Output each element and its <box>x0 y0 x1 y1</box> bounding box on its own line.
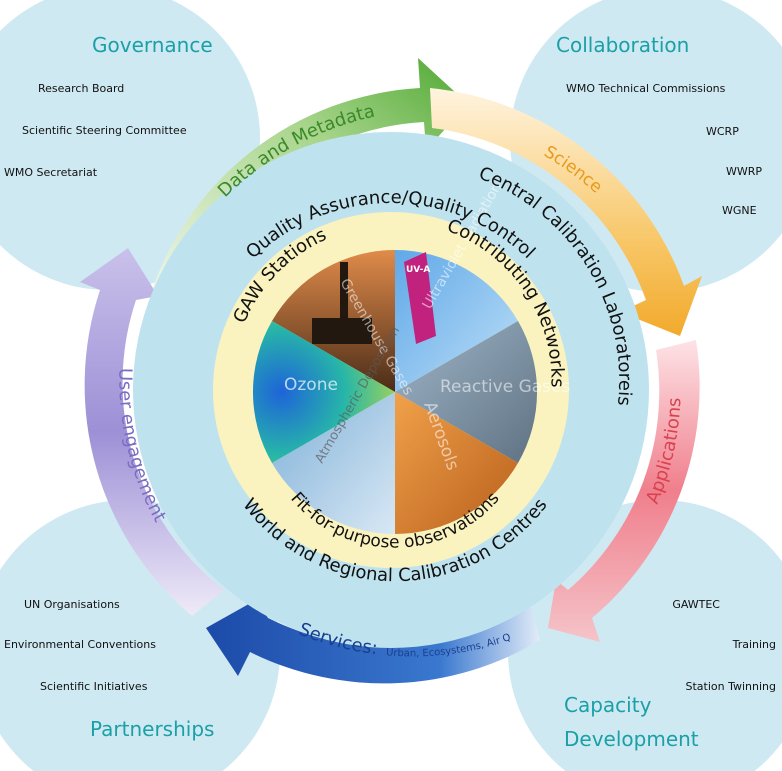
capacity-block: GAWTEC Training Station Twinning Capacit… <box>564 598 776 751</box>
capacity-title-line1: Capacity <box>564 693 652 717</box>
collaboration-item: WWRP <box>726 165 762 178</box>
partnerships-item: UN Organisations <box>24 598 120 611</box>
collaboration-title: Collaboration <box>556 33 689 57</box>
factory-shape <box>312 318 372 344</box>
services-arrow <box>206 600 540 684</box>
ozone-label: Ozone <box>284 375 338 395</box>
governance-item: Research Board <box>38 82 124 95</box>
partnerships-block: UN Organisations Environmental Conventio… <box>4 598 214 741</box>
governance-block: Governance Research Board Scientific Ste… <box>4 33 213 179</box>
user-engagement-arrow <box>80 248 224 616</box>
chimney-shape <box>340 262 348 332</box>
applications-arrow <box>548 340 700 642</box>
capacity-item: Training <box>732 638 776 651</box>
science-arrow <box>430 88 702 336</box>
uv-badge-shape <box>404 252 436 344</box>
reactive-segment <box>395 321 538 463</box>
uv-badge-text: UV-A <box>406 265 430 275</box>
data-metadata-arrow <box>150 58 468 306</box>
partnerships-title: Partnerships <box>90 717 214 741</box>
governance-item: WMO Secretariat <box>4 166 98 179</box>
collaboration-item: WGNE <box>722 204 757 217</box>
aerosols-segment <box>395 392 518 534</box>
partnerships-item: Environmental Conventions <box>4 638 156 651</box>
capacity-item: Station Twinning <box>685 680 776 693</box>
capacity-title-line2: Development <box>564 727 699 751</box>
ozone-segment <box>252 321 395 463</box>
reactive-label: Reactive Gases <box>440 377 570 397</box>
deposition-segment <box>272 392 395 534</box>
capacity-item: GAWTEC <box>672 598 720 611</box>
collaboration-block: Collaboration WMO Technical Commissions … <box>556 33 762 217</box>
arrow-ring <box>80 58 702 684</box>
partnerships-item: Scientific Initiatives <box>40 680 148 693</box>
governance-title: Governance <box>92 33 213 57</box>
collaboration-item: WCRP <box>706 125 739 138</box>
governance-item: Scientific Steering Committee <box>22 124 187 137</box>
collaboration-item: WMO Technical Commissions <box>566 82 726 95</box>
